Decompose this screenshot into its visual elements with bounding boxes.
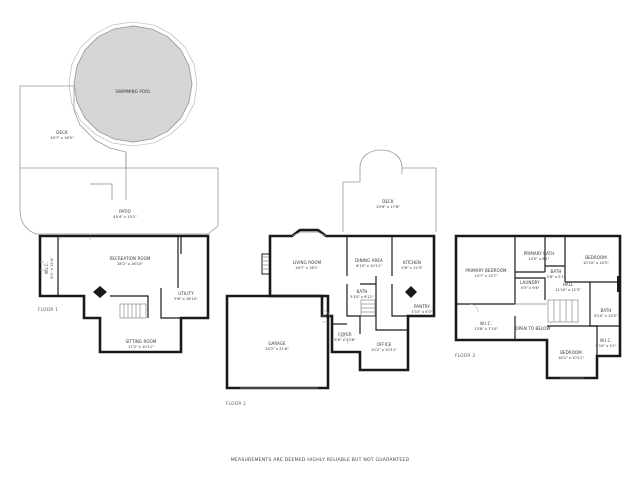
dim-laundry: 5'0" x 9'8" (521, 286, 540, 290)
dim-bedroom-top: 10'10" x 10'5" (583, 261, 609, 265)
dim-wic-f1: 6'1" x 12'4" (50, 257, 54, 278)
label-primary-bath: PRIMARY BATH (524, 251, 555, 256)
label-pantry: PANTRY (414, 304, 430, 309)
dim-garage: 20'2" x 21'8" (265, 347, 289, 351)
measurement-disclaimer: MEASUREMENTS ARE DEEMED HIGHLY RELIABLE … (231, 457, 410, 463)
floor-3-label: FLOOR 3 (455, 353, 475, 358)
dim-bath-right: 8'10" x 10'5" (594, 314, 618, 318)
dim-wic-small: 5'10" x 5'1" (595, 344, 616, 348)
label-wic-f3: W.I.C. (480, 321, 492, 326)
label-kitchen: KITCHEN (403, 260, 421, 265)
swimming-pool-outline (73, 25, 193, 143)
label-sitting-room: SITTING ROOM (126, 339, 157, 344)
label-bedroom-top: BEDROOM (585, 255, 607, 260)
label-garage: GARAGE (268, 341, 286, 346)
label-deck-1: DECK (56, 130, 68, 135)
floor-2-walls (268, 228, 436, 372)
garage-walls (225, 294, 330, 390)
label-living-room: LIVING ROOM (293, 260, 322, 265)
floor-1-label: FLOOR 1 (38, 307, 58, 312)
label-recreation-room: RECREATION ROOM (110, 256, 151, 261)
label-office: OFFICE (377, 342, 392, 347)
label-swimming-pool: SWIMMING POOL (115, 89, 151, 94)
label-wic-small: W.I.C. (600, 338, 612, 343)
dim-bath-f2: 5'10" x 6'11" (350, 295, 374, 299)
floor-3-plan (454, 234, 622, 380)
label-patio: PATIO (119, 209, 131, 214)
floor-1-plan (19, 21, 219, 354)
dim-patio: 45'4" x 15'2" (113, 215, 137, 219)
dim-primary-bedroom: 14'7" x 15'7" (474, 274, 498, 278)
room-labels: SWIMMING POOL DECK 30'7" x 16'0" PATIO 4… (38, 89, 618, 463)
dim-primary-bath: 10'0" x 8'1" (528, 257, 549, 261)
label-bedroom-bottom: BEDROOM (560, 350, 582, 355)
label-utility: UTILITY (178, 291, 194, 296)
dim-sitting-room: 17'2" x 10'11" (128, 345, 154, 349)
dim-bedroom-bottom: 16'2" x 10'11" (558, 356, 584, 360)
dim-recreation-room: 28'2" x 16'10" (117, 262, 143, 266)
label-open-to-below: OPEN TO BELOW (516, 326, 551, 331)
dim-hall: 12'10" x 12'3" (555, 288, 581, 292)
dim-kitchen: 9'6" x 12'3" (401, 266, 422, 270)
dim-foyer: 6'8" x 13'8" (334, 338, 355, 342)
label-foyer: FOYER (338, 332, 352, 337)
deck-2-outline (342, 149, 437, 232)
dim-utility: 9'8" x 16'10" (174, 297, 198, 301)
label-deck-2: DECK (382, 199, 394, 204)
floor-2-plan (225, 149, 437, 390)
dim-dining-area: 8'10" x 10'11" (356, 264, 382, 268)
label-hall: HALL (563, 282, 574, 287)
label-primary-bedroom: PRIMARY BEDROOM (465, 268, 507, 273)
label-laundry: LAUNDRY (520, 280, 540, 285)
dim-wic-f3: 13'8" x 7'10" (474, 327, 498, 331)
dim-bath-mid: 5'8" x 5'1" (547, 275, 566, 279)
label-bath-f2: BATH (356, 289, 367, 294)
label-dining-area: DINING AREA (355, 258, 383, 263)
dim-office: 10'2" x 10'11" (371, 348, 397, 352)
floor-1-walls (38, 234, 210, 354)
patio-outline (19, 167, 219, 235)
label-bath-right: BATH (600, 308, 611, 313)
dim-living-room: 16'7" x 16'1" (295, 266, 319, 270)
deck-1-outline (19, 85, 127, 168)
dim-deck-1: 30'7" x 16'0" (50, 136, 74, 140)
label-bath-mid: BATH (550, 269, 561, 274)
floor-2-label: FLOOR 2 (226, 401, 246, 406)
label-wic-f1: W.I.C. (44, 262, 49, 274)
dim-deck-2: 20'6" x 17'8" (376, 205, 400, 209)
dim-pantry: 5'10" x 6'3" (411, 310, 432, 314)
